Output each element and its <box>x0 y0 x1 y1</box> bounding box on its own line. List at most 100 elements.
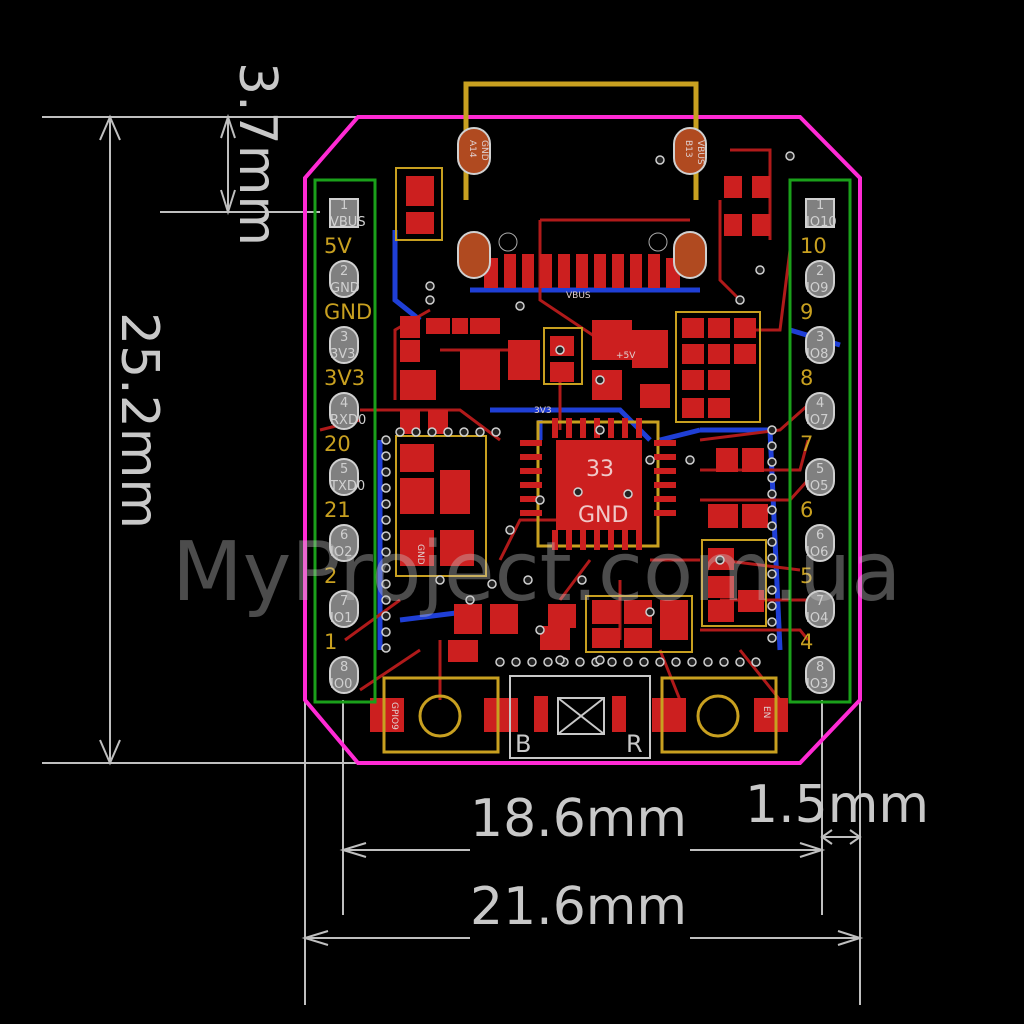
right-header-pin-silk-label: 9 <box>800 300 813 324</box>
via <box>735 295 745 305</box>
via <box>767 521 777 531</box>
smd-pads <box>370 176 788 732</box>
via <box>767 553 777 563</box>
right-header-pin-silk-label: 4 <box>800 630 813 654</box>
left-header-pin-3v3: 3 3V3 3V3 <box>324 326 365 390</box>
via <box>573 487 583 497</box>
left-header-pin-number: 6 <box>340 528 348 543</box>
via <box>623 489 633 499</box>
chip-ground-pad <box>556 440 642 530</box>
left-header-pin-silk-label: 3V3 <box>324 366 365 390</box>
reset-pin-label: EN <box>761 706 771 718</box>
reset-button <box>660 676 778 754</box>
dim-inner-width: 18.6mm <box>470 789 687 849</box>
via <box>767 585 777 595</box>
left-header-pin-number: 2 <box>340 264 348 279</box>
left-header-pin-silk-label: GND <box>324 300 372 324</box>
dim-edge-width: 1.5mm <box>745 775 929 835</box>
usb-pad-b13: B13 <box>683 140 693 158</box>
via <box>381 611 391 621</box>
via <box>671 657 681 667</box>
dim-height: 25.2mm <box>109 312 169 529</box>
via <box>523 575 533 585</box>
via <box>755 265 765 275</box>
via <box>491 427 501 437</box>
via <box>715 555 725 565</box>
left-header-pin-silk-label: 5V <box>324 234 352 258</box>
right-header-pin-silk-label: 10 <box>800 234 827 258</box>
via <box>687 657 697 667</box>
right-header-pins: 1IO10102IO993IO884IO775IO566IO657IO448IO… <box>800 198 837 694</box>
left-header-pin-name: RXD0 <box>330 413 366 428</box>
right-header-pin-name: IO3 <box>806 677 828 692</box>
via <box>381 467 391 477</box>
via <box>495 657 505 667</box>
right-header-pin-silk-label: 5 <box>800 564 813 588</box>
via <box>515 301 525 311</box>
via <box>751 657 761 667</box>
dim-top-offset: 3.7mm <box>227 62 287 246</box>
via <box>535 495 545 505</box>
via <box>655 155 665 165</box>
via <box>505 525 515 535</box>
via <box>511 657 521 667</box>
via <box>425 281 435 291</box>
vias <box>381 151 795 667</box>
via <box>767 537 777 547</box>
via <box>595 425 605 435</box>
via <box>595 655 605 665</box>
board-outline <box>303 115 862 765</box>
right-header-pin-number: 3 <box>816 330 824 345</box>
via <box>411 427 421 437</box>
left-header-pin-number: 3 <box>340 330 348 345</box>
right-header-pin-name: IO9 <box>806 281 828 296</box>
via <box>703 657 713 667</box>
via <box>767 633 777 643</box>
usb-connector-outline <box>463 81 699 200</box>
boot-button <box>382 676 500 754</box>
via <box>735 657 745 667</box>
right-header-pin-silk-label: 7 <box>800 432 813 456</box>
via <box>575 657 585 667</box>
via <box>475 427 485 437</box>
left-header-pin-name: TXD0 <box>329 479 365 494</box>
via <box>427 427 437 437</box>
net-label-gnd: GND <box>415 544 425 565</box>
via <box>443 427 453 437</box>
right-header-pin-silk-label: 8 <box>800 366 813 390</box>
via <box>487 579 497 589</box>
left-header-pin-number: 1 <box>340 198 348 213</box>
net-label-3v3: 3V3 <box>534 406 552 416</box>
via <box>381 627 391 637</box>
via <box>555 655 565 665</box>
left-header-pin-name: IO1 <box>330 611 352 626</box>
via <box>645 607 655 617</box>
right-header-pin-name: IO7 <box>806 413 828 428</box>
right-header-pin-number: 1 <box>816 198 824 213</box>
via <box>555 345 565 355</box>
net-label-vbus: VBUS <box>566 291 591 301</box>
usb-through-holes <box>457 127 707 279</box>
right-header-pin-name: IO8 <box>806 347 828 362</box>
left-header-pin-number: 7 <box>340 594 348 609</box>
via <box>595 375 605 385</box>
right-header-pin-number: 8 <box>816 660 824 675</box>
left-header-pin-name: 3V3 <box>330 347 355 362</box>
via <box>395 427 405 437</box>
right-header-pin-name: IO5 <box>806 479 828 494</box>
usb-mount-hole-left <box>498 232 518 252</box>
switch-body <box>557 697 605 735</box>
net-label-5v: +5V <box>616 351 636 361</box>
left-header-pin-silk-label: 20 <box>324 432 351 456</box>
chip-pins <box>520 418 676 550</box>
right-header-pin-number: 4 <box>816 396 824 411</box>
via <box>767 617 777 627</box>
